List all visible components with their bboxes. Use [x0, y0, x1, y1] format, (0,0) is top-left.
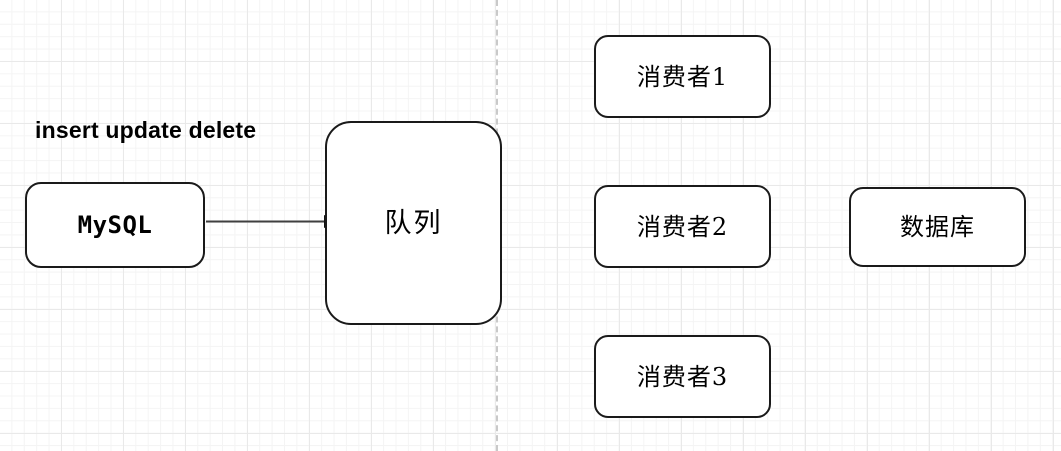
operations-label: insert update delete	[35, 117, 257, 143]
node-queue-label: 队列	[384, 207, 443, 239]
node-consumer-3-label: 消费者3	[636, 362, 729, 391]
node-database[interactable]: 数据库	[849, 187, 1026, 267]
node-mysql[interactable]: MySQL	[25, 182, 205, 268]
node-consumer-2-label: 消费者2	[636, 212, 729, 241]
node-mysql-label: MySQL	[77, 211, 153, 239]
node-database-label: 数据库	[900, 213, 975, 241]
node-queue[interactable]: 队列	[325, 121, 502, 325]
node-consumer-3[interactable]: 消费者3	[594, 335, 771, 418]
node-consumer-1[interactable]: 消费者1	[594, 35, 771, 118]
arrow-mysql-to-queue	[206, 215, 340, 228]
node-consumer-1-label: 消费者1	[636, 62, 729, 91]
node-consumer-2[interactable]: 消费者2	[594, 185, 771, 268]
